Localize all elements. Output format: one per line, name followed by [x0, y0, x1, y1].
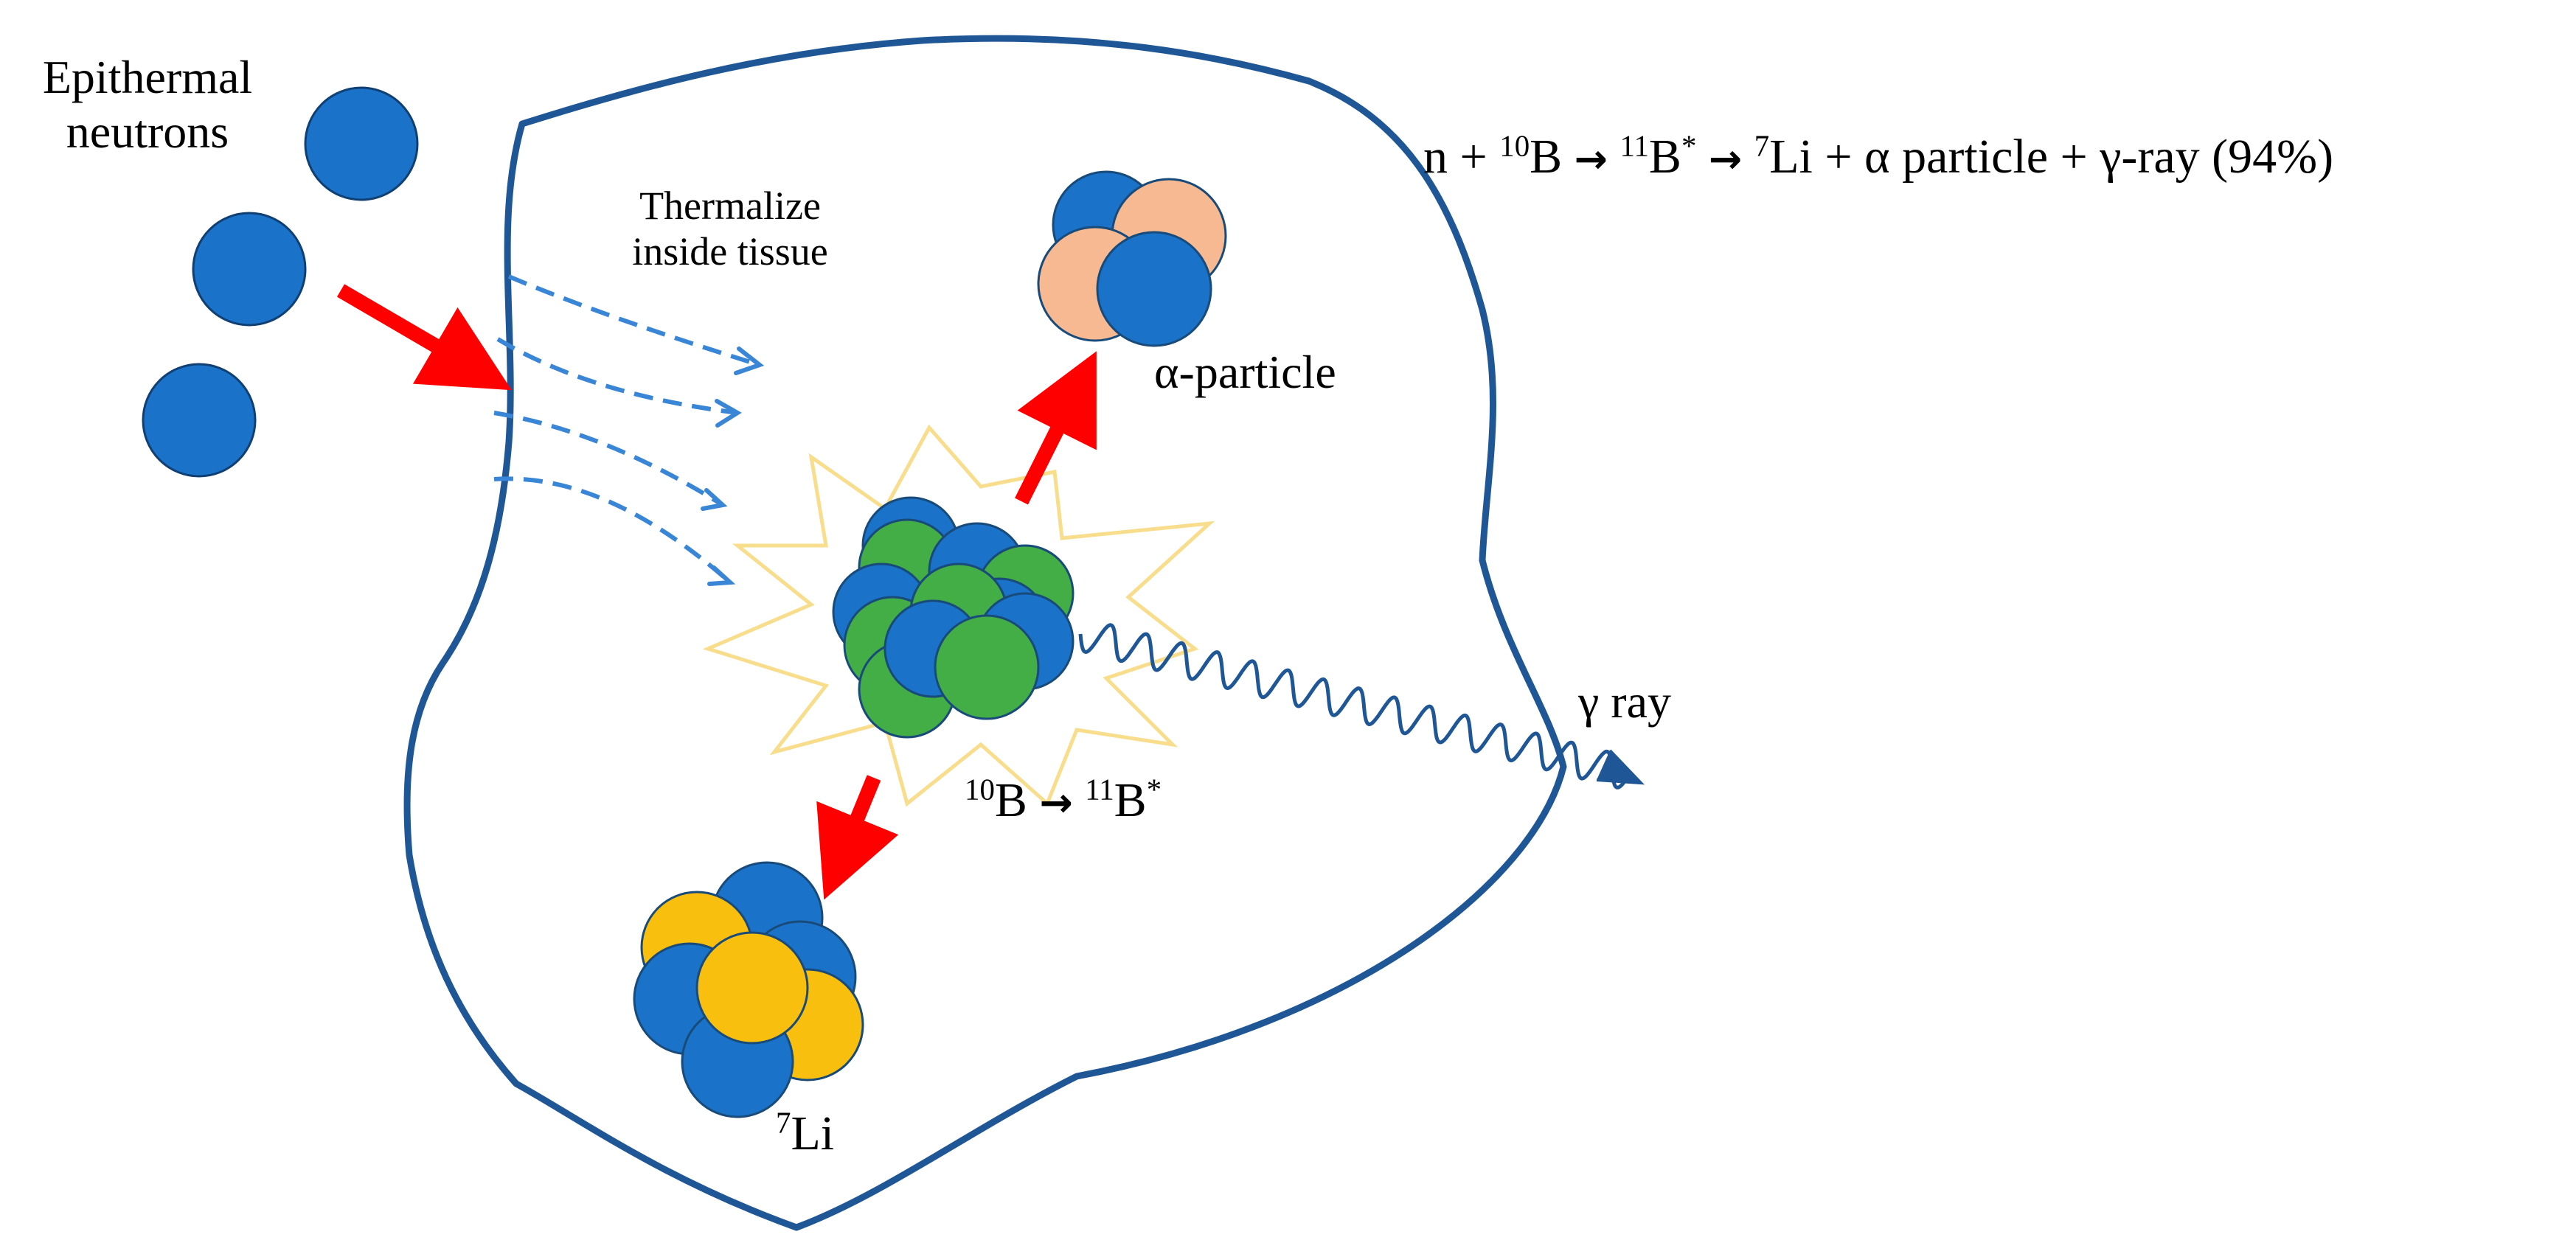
neutron	[304, 86, 419, 201]
neutron	[142, 363, 257, 478]
dashed-arrow	[493, 476, 732, 585]
gamma-ray-wave	[1078, 623, 1632, 790]
epithermal-neutrons	[142, 86, 419, 478]
reaction-arrow: →	[1039, 779, 1073, 826]
dashed-arrow	[493, 411, 724, 507]
alpha-emission-arrow	[1015, 351, 1097, 505]
tissue-cell-outline	[403, 35, 1567, 1231]
lithium-7-label: 7Li	[776, 1106, 835, 1160]
reaction-equation: n + 10B → 11B* → 7Li + α particle + γ-ra…	[1423, 129, 2334, 184]
boron-reaction-label: 10B → 11B*	[965, 773, 1162, 827]
dashed-arrow	[507, 274, 760, 367]
lithium-emission-arrow	[816, 775, 899, 900]
thermalization-arrowheads	[701, 346, 765, 586]
dashed-arrow	[496, 337, 738, 415]
neutron	[192, 212, 307, 327]
thermalize-label: Thermalize inside tissue	[632, 184, 828, 274]
boron-nucleus	[832, 496, 1075, 739]
equation-arrow-2: →	[1708, 136, 1743, 182]
epithermal-neutrons-label: Epithermal neutrons	[42, 51, 253, 158]
reaction-burst	[702, 424, 1215, 807]
equation-arrow-1: →	[1574, 136, 1608, 182]
thermalization-arrows	[493, 274, 760, 585]
b10-mass-number: 10	[965, 773, 995, 807]
gamma-ray-arrowhead	[1596, 749, 1645, 785]
lithium-7-cluster	[633, 861, 864, 1118]
neutron-entry-arrow	[336, 284, 512, 391]
alpha-particle-cluster	[1037, 170, 1227, 347]
gamma-ray-label: γ ray	[1578, 675, 1671, 728]
alpha-particle-label: α-particle	[1154, 346, 1336, 398]
b11-mass-number: 11	[1085, 773, 1114, 807]
